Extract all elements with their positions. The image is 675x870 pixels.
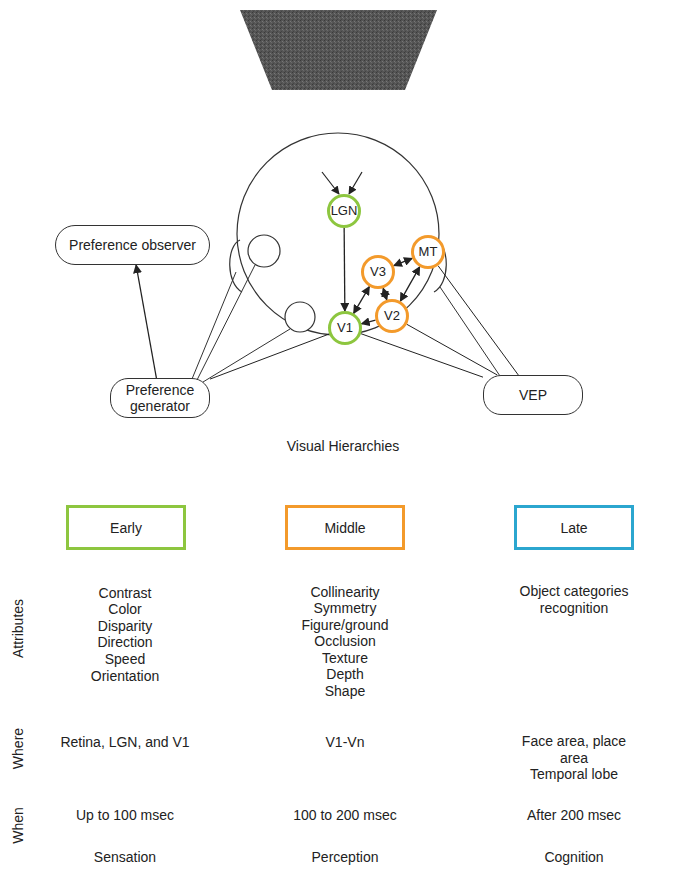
input-arrow — [322, 172, 339, 194]
attribute-item: Object categories recognition — [509, 583, 639, 617]
attribute-item: Disparity — [60, 618, 190, 635]
process-box: VEP — [483, 375, 583, 415]
circle-shape — [363, 257, 394, 288]
stage-box: Middle — [285, 505, 405, 550]
process-box: Preference generator — [110, 378, 210, 418]
electrode-circle — [285, 302, 315, 332]
electrode-circle — [248, 235, 280, 267]
attribute-item: Occlusion — [280, 633, 410, 650]
node-label: Early — [104, 520, 148, 536]
node-label: Late — [554, 520, 593, 536]
attribute-item: Direction — [60, 634, 190, 651]
signal-line — [438, 266, 518, 375]
table-cell: Up to 100 msec — [50, 807, 200, 824]
connection-arrow — [136, 265, 156, 378]
table-cell: 100 to 200 msec — [270, 807, 420, 824]
circle-shape — [329, 196, 360, 227]
attribute-item: Collinearity — [280, 584, 410, 601]
attribute-item: Orientation — [60, 668, 190, 685]
node-label: Preference generator — [111, 382, 209, 414]
stage-box: Late — [514, 505, 634, 550]
stage-name: Perception — [270, 849, 420, 866]
node-label: MT — [419, 244, 438, 260]
visual-area-circle: V1 — [328, 311, 362, 345]
visual-area-circle: V2 — [375, 299, 409, 333]
attribute-item: Contrast — [60, 585, 190, 602]
connection-arrow — [343, 228, 345, 311]
node-label: V1 — [337, 320, 353, 336]
stage-box: Early — [66, 505, 186, 550]
connection-arrow — [354, 287, 370, 314]
wire-line — [203, 329, 290, 382]
left-ear — [230, 240, 242, 292]
connection-arrow — [383, 288, 387, 300]
attribute-item: Speed — [60, 651, 190, 668]
signal-line — [361, 334, 483, 377]
circle-shape — [377, 301, 408, 332]
attribute-item: Shape — [280, 683, 410, 700]
connection-arrow — [400, 267, 419, 301]
table-cell: Face area, place area — [512, 733, 637, 767]
signal-line — [407, 324, 497, 375]
wire-line — [192, 272, 236, 379]
circle-shape — [413, 237, 444, 268]
stage-name: Cognition — [499, 849, 649, 866]
row-heading: Attributes — [10, 578, 27, 678]
circle-shape — [330, 313, 361, 344]
stimulus-screen — [240, 10, 437, 90]
table-cell: After 200 msec — [499, 807, 649, 824]
node-label: LGN — [331, 203, 358, 219]
visual-area-circle: V3 — [361, 255, 395, 289]
process-box: Preference observer — [55, 225, 210, 265]
node-label: Preference observer — [63, 237, 202, 253]
attribute-item: Figure/ground — [280, 617, 410, 634]
wire-line — [440, 287, 500, 376]
node-label: VEP — [513, 387, 553, 403]
visual-area-circle: MT — [411, 235, 445, 269]
visual-area-circle: LGN — [327, 194, 361, 228]
table-cell: Temporal lobe — [504, 766, 644, 783]
attribute-item: Depth — [280, 666, 410, 683]
table-cell: V1-Vn — [280, 734, 410, 751]
node-label: V3 — [370, 264, 386, 280]
row-heading: When — [10, 775, 27, 870]
node-label: V2 — [384, 308, 400, 324]
attribute-item: Texture — [280, 650, 410, 667]
connection-arrow — [394, 258, 412, 265]
stage-name: Sensation — [50, 849, 200, 866]
input-arrow — [349, 172, 362, 194]
attribute-item: Color — [60, 601, 190, 618]
figure-caption: Visual Hierarchies — [243, 438, 443, 455]
signal-line — [210, 334, 329, 379]
node-label: Middle — [318, 520, 371, 536]
wire-line — [197, 265, 255, 380]
head-outline — [237, 133, 439, 335]
row-heading: Where — [10, 698, 27, 798]
table-cell: Retina, LGN, and V1 — [40, 734, 210, 751]
attribute-item: Symmetry — [280, 600, 410, 617]
connection-arrow — [361, 320, 375, 324]
